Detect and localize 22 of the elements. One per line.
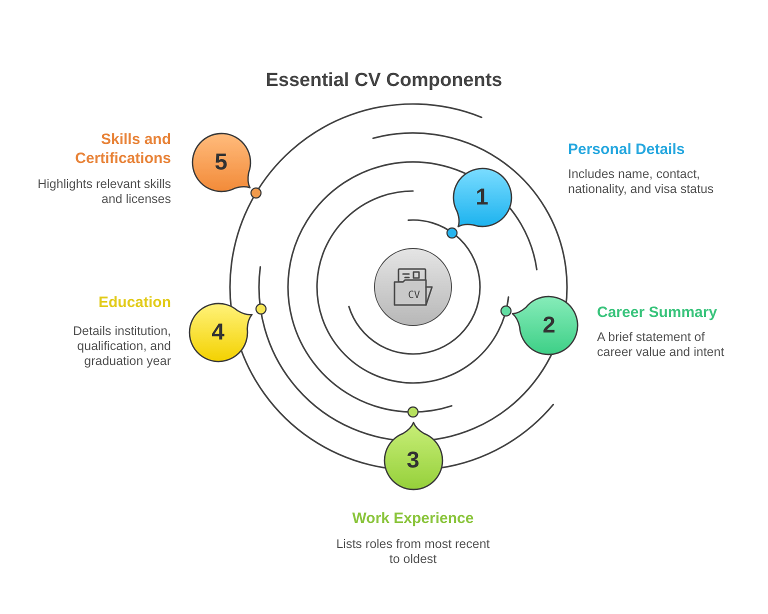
step-number: 5 [214,150,228,174]
step-description: Highlights relevant skills and licenses [36,176,171,206]
speech-bubble [190,132,252,192]
step-heading: Work Experience [352,508,474,528]
title: Essential CV Components [266,70,502,92]
step-heading: Career Summary [597,302,718,322]
step-number: 4 [212,320,224,344]
folder-label: CV [408,291,420,301]
step-description: Lists roles from most recent to oldest [335,536,491,566]
speech-bubble [188,302,253,362]
step-heading: Personal Details [568,140,685,158]
step-description: Includes name, contact, nationality, and visa status [568,167,715,197]
step-heading: Skills and Certifications [74,130,171,168]
speech-bubble [511,294,580,356]
speech-bubble [452,166,512,228]
step-number: 3 [406,448,420,472]
step-heading: Education [98,292,171,312]
step-number: 2 [542,314,556,336]
step-description: A brief statement of career value and intent [597,330,726,360]
step-number: 1 [476,186,488,208]
speech-bubble [382,420,444,490]
step-description: Details institution, qualification, and graduation year [72,324,171,368]
